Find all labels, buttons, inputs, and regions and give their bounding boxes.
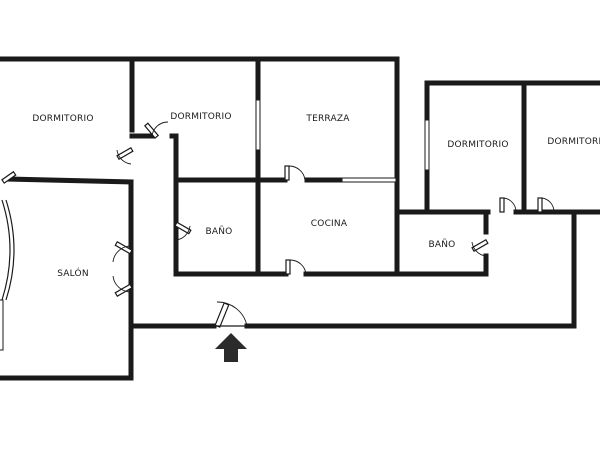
room-label-cocina: COCINA — [311, 219, 348, 229]
entrance-arrow-icon — [215, 333, 247, 362]
door-main-entrance[interactable] — [214, 301, 248, 328]
doors — [1, 121, 555, 328]
room-label-dormitorio-1: DORMITORIO — [32, 114, 93, 124]
door-dormitorio-4[interactable] — [537, 197, 555, 213]
door-dormitorio-1[interactable] — [116, 146, 134, 165]
door-dormitorio-2[interactable] — [143, 121, 169, 139]
interior-walls — [5, 56, 527, 277]
room-label-terraza: TERRAZA — [305, 114, 350, 124]
door-salon-double[interactable] — [112, 240, 133, 298]
door-dormitorio-3[interactable] — [499, 197, 517, 213]
door-bano-2[interactable] — [471, 238, 489, 257]
room-label-bano-1: BAÑO — [206, 226, 233, 237]
room-label-dormitorio-4: DORMITORIO — [547, 137, 600, 147]
room-labels: DORMITORIO DORMITORIO TERRAZA DORMITORIO… — [32, 112, 600, 279]
door-terraza[interactable] — [284, 165, 306, 181]
door-cocina[interactable] — [285, 259, 307, 275]
room-label-dormitorio-3: DORMITORIO — [447, 140, 508, 150]
room-label-salon: SALÓN — [57, 267, 89, 279]
salon-bay-wall — [1, 199, 11, 301]
door-bano-1[interactable] — [174, 221, 192, 241]
door-salon-top[interactable] — [1, 170, 17, 184]
exterior-walls — [0, 56, 600, 381]
room-label-bano-2: BAÑO — [429, 239, 456, 250]
windows — [0, 99, 430, 351]
room-label-dormitorio-2: DORMITORIO — [170, 112, 231, 122]
